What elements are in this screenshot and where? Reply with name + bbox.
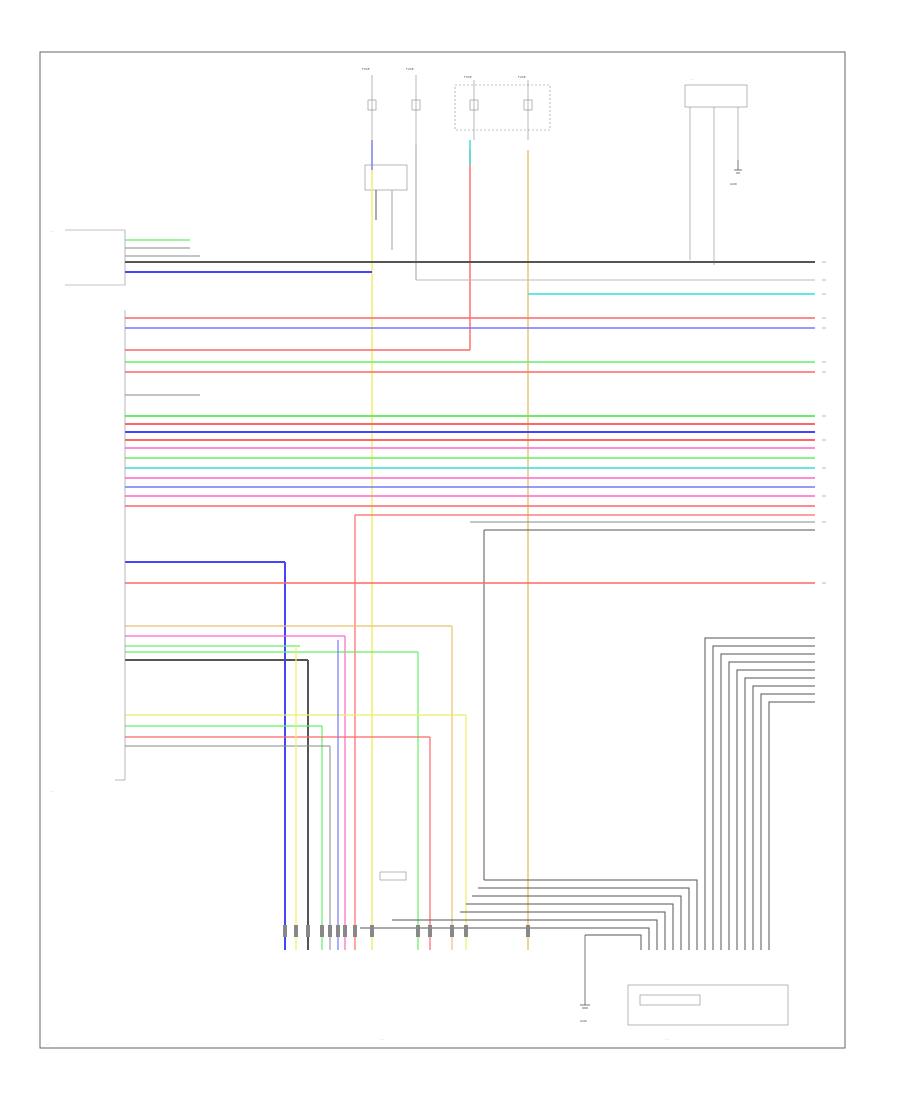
top-labels: FUSE FUSE FUSE FUSE ···· ···· ···· ···· … (46, 67, 694, 1046)
fuse-drop-wires (371, 140, 529, 950)
fuse-label-1: FUSE (362, 67, 370, 71)
sensor-module-inner (639, 994, 701, 1006)
ground-label-bottom: GND (580, 1019, 588, 1023)
fuse-label-3: FUSE (464, 75, 472, 79)
right-terminals (822, 261, 826, 584)
fuse-label-4: FUSE (518, 75, 526, 79)
connector-label: ···· (690, 77, 694, 81)
fuse-label-2: FUSE (406, 67, 414, 71)
center-connector (379, 871, 407, 881)
harness-bus (125, 239, 815, 950)
top-fuse-block (65, 75, 748, 286)
page-code-label: ···· (46, 1042, 50, 1046)
ground-symbol (580, 160, 742, 1009)
ground-label-top: GND (730, 182, 738, 186)
left-module-pins (115, 310, 126, 781)
sensor-module-label: ···· (665, 1037, 669, 1041)
control-unit-label: ···· (380, 1037, 384, 1041)
module-label-left: ···· (50, 789, 54, 793)
sensor-bus (360, 637, 815, 950)
sensor-module-box (627, 984, 789, 1026)
module-label-top: ···· (50, 229, 54, 233)
control-unit-pins (283, 925, 530, 937)
diagram-frame (39, 51, 846, 1049)
